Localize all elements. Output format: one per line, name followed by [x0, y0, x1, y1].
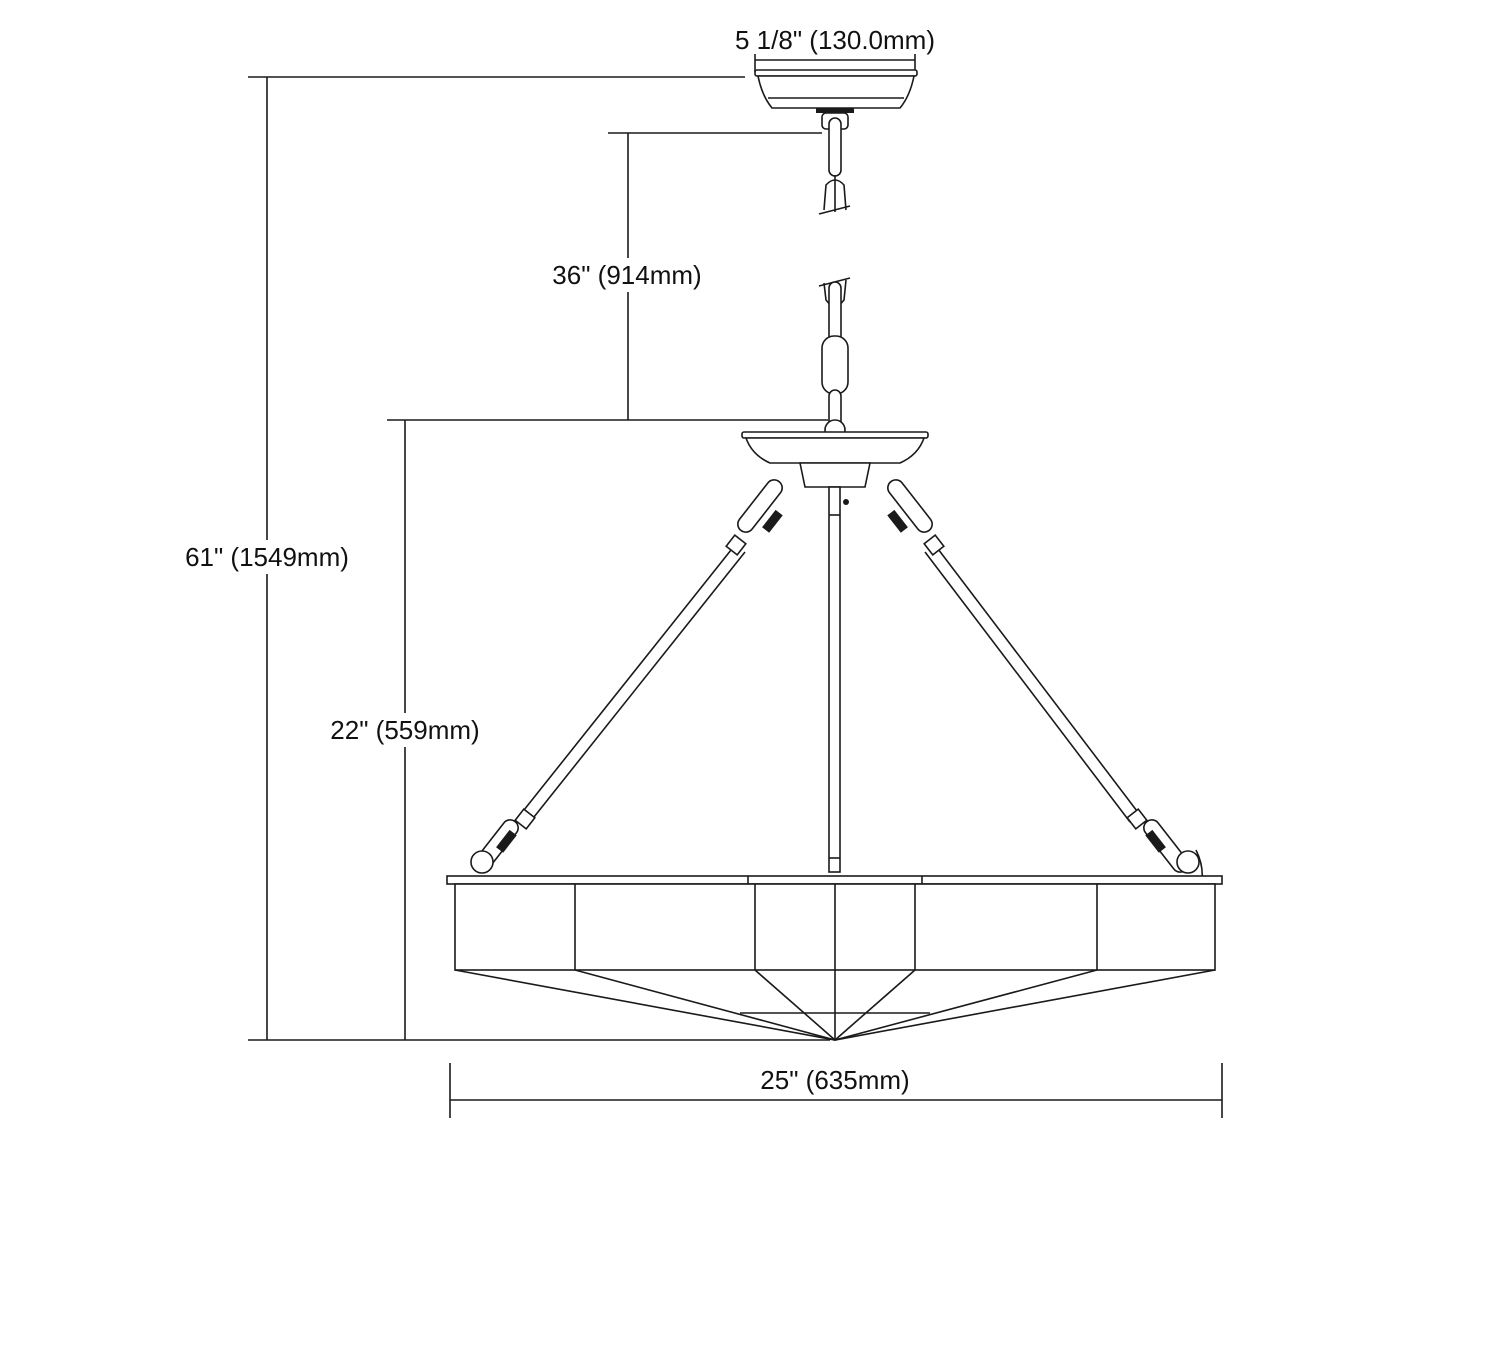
shade	[446, 875, 1223, 1042]
fixture-height-label: 22" (559mm)	[330, 715, 479, 745]
canopy-width-label: 5 1/8" (130.0mm)	[735, 25, 935, 55]
dimension-labels: 5 1/8" (130.0mm) 36" (914mm) 61" (1549mm…	[168, 24, 958, 1095]
fixture-canopy	[741, 431, 929, 873]
chain	[818, 117, 851, 441]
support-arms	[470, 479, 1204, 891]
chain-length-label: 36" (914mm)	[552, 260, 701, 290]
fixture-width-label: 25" (635mm)	[760, 1065, 909, 1095]
overall-height-label: 61" (1549mm)	[185, 542, 349, 572]
